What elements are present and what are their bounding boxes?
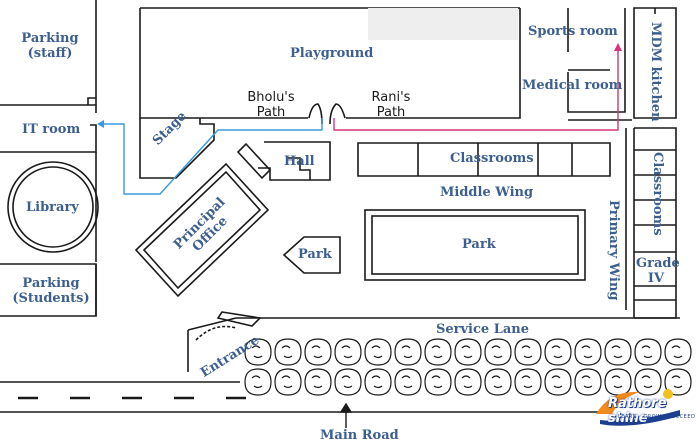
logo-tagline: LEARN · GROW · SUCCEED bbox=[618, 414, 696, 420]
tree-bush bbox=[364, 338, 392, 366]
tree-bush bbox=[244, 338, 272, 366]
rani-path-line bbox=[333, 50, 619, 131]
bholu-path-line bbox=[100, 118, 323, 195]
library-building bbox=[7, 161, 99, 253]
park-large-area bbox=[364, 209, 586, 281]
tree-bush bbox=[544, 338, 572, 366]
tree-bush bbox=[424, 338, 452, 366]
tree-bush bbox=[574, 338, 602, 366]
mdm-kitchen-label: MDM kitchen bbox=[648, 22, 663, 122]
tree-bush bbox=[424, 368, 452, 396]
classrooms-middle-label: Classrooms bbox=[450, 151, 534, 166]
tree-bush bbox=[634, 368, 662, 396]
rani-path-label: Rani's Path bbox=[371, 90, 411, 120]
tree-bush bbox=[484, 368, 512, 396]
primary-wing-label: Primary Wing bbox=[606, 200, 621, 301]
tree-bush bbox=[274, 368, 302, 396]
service-lane-label: Service Lane bbox=[436, 322, 529, 337]
stage-structure bbox=[139, 118, 215, 179]
tree-bush bbox=[244, 368, 272, 396]
rani-path-arrowhead bbox=[614, 43, 622, 51]
park-small-area bbox=[282, 236, 341, 274]
tree-row bbox=[244, 338, 692, 396]
park-small-label: Park bbox=[298, 247, 332, 262]
tree-bush bbox=[664, 338, 692, 366]
tree-bush bbox=[394, 338, 422, 366]
tree-bush bbox=[364, 368, 392, 396]
medical-room-label: Medical room bbox=[522, 78, 623, 93]
logo-text: Rathore shine bbox=[608, 396, 667, 426]
parking-students-label: Parking (Students) bbox=[12, 276, 90, 306]
tree-bush bbox=[634, 338, 662, 366]
bholu-path-label: Bholu's Path bbox=[247, 90, 295, 120]
middle-classrooms-row bbox=[357, 142, 611, 177]
classrooms-primary-label: Classrooms bbox=[650, 152, 665, 236]
principal-office-building bbox=[134, 162, 270, 298]
tree-bush bbox=[574, 368, 602, 396]
grade-iv-label: Grade IV bbox=[636, 256, 680, 286]
tree-bush bbox=[544, 368, 572, 396]
tree-bush bbox=[454, 338, 482, 366]
bholu-path-arrowhead bbox=[97, 120, 104, 128]
it-room-label: IT room bbox=[22, 122, 81, 137]
parking-staff-label: Parking (staff) bbox=[21, 31, 79, 61]
tree-bush bbox=[604, 368, 632, 396]
main-road-label: Main Road bbox=[320, 428, 399, 443]
hall-label: Hall bbox=[284, 154, 315, 169]
sports-room-label: Sports room bbox=[528, 24, 618, 39]
playground-label: Playground bbox=[290, 46, 374, 61]
park-large-label: Park bbox=[462, 237, 496, 252]
middle-wing-label: Middle Wing bbox=[440, 185, 534, 200]
tree-bush bbox=[304, 368, 332, 396]
library-label: Library bbox=[26, 200, 79, 215]
mdm-kitchen-wall bbox=[633, 7, 677, 119]
tree-bush bbox=[334, 338, 362, 366]
main-road-arrow bbox=[339, 402, 353, 428]
tree-bush bbox=[274, 338, 302, 366]
tree-bush bbox=[394, 368, 422, 396]
tree-bush bbox=[604, 338, 632, 366]
redacted-box bbox=[368, 8, 518, 40]
it-room-walls bbox=[0, 105, 97, 153]
tree-bush bbox=[514, 338, 542, 366]
tree-bush bbox=[514, 368, 542, 396]
tree-bush bbox=[484, 338, 512, 366]
tree-bush bbox=[304, 338, 332, 366]
tree-bush bbox=[334, 368, 362, 396]
entrance-gate bbox=[216, 311, 262, 327]
rathore-shine-logo bbox=[596, 389, 680, 426]
tree-bush bbox=[454, 368, 482, 396]
parking-staff-wall bbox=[0, 97, 97, 106]
